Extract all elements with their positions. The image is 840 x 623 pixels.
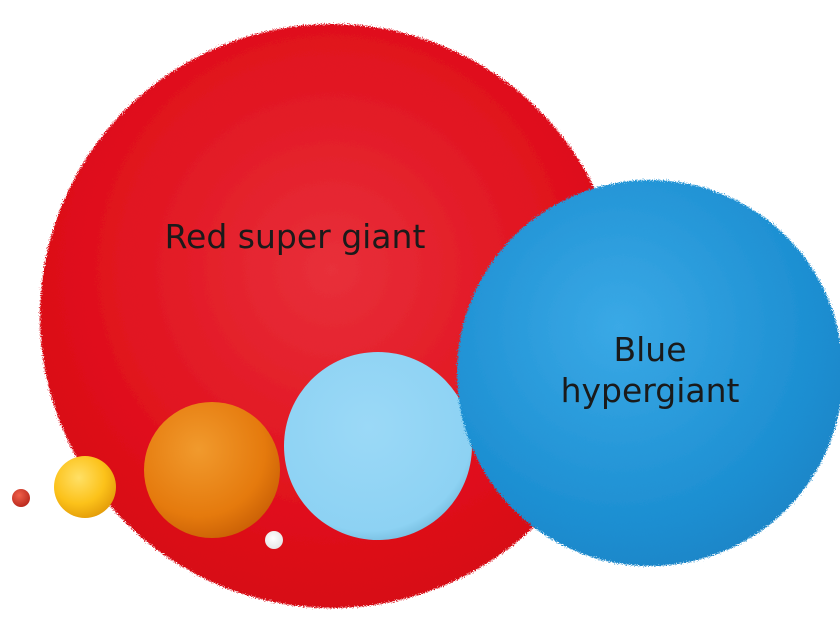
yellow-star	[54, 456, 116, 518]
red-dwarf	[12, 489, 30, 507]
orange-star	[144, 402, 280, 538]
white-dwarf	[265, 531, 283, 549]
blue-hypergiant	[457, 180, 840, 566]
light-blue-star	[284, 352, 472, 540]
